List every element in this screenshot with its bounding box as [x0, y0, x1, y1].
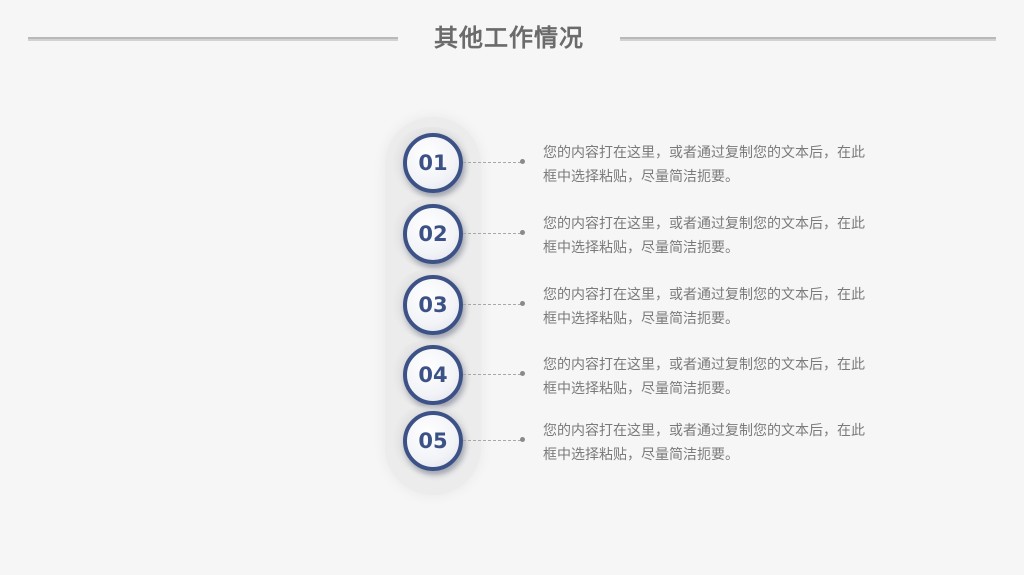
- item-text-1: 您的内容打在这里，或者通过复制您的文本后，在此框中选择粘贴，尽量简洁扼要。: [543, 145, 865, 185]
- page-title: 其他工作情况: [434, 24, 584, 52]
- item-text-2: 您的内容打在这里，或者通过复制您的文本后，在此框中选择粘贴，尽量简洁扼要。: [543, 216, 865, 256]
- item-text-5: 您的内容打在这里，或者通过复制您的文本后，在此框中选择粘贴，尽量简洁扼要。: [543, 423, 865, 463]
- list-item-5: 05 您的内容打在这里，或者通过复制您的文本后，在此框中选择粘贴，尽量简洁扼要。: [0, 405, 1024, 475]
- title-rule-left: [28, 37, 398, 41]
- dashed-connector: [463, 304, 521, 305]
- dashed-connector: [463, 233, 521, 234]
- number-badge-3: 03: [403, 275, 463, 335]
- list-item-4: 04 您的内容打在这里，或者通过复制您的文本后，在此框中选择粘贴，尽量简洁扼要。: [0, 339, 1024, 409]
- dashed-connector: [463, 440, 521, 441]
- connector-dot: [520, 371, 525, 376]
- dashed-connector: [463, 162, 521, 163]
- list-item-2: 02 您的内容打在这里，或者通过复制您的文本后，在此框中选择粘贴，尽量简洁扼要。: [0, 198, 1024, 268]
- list-item-1: 01 您的内容打在这里，或者通过复制您的文本后，在此框中选择粘贴，尽量简洁扼要。: [0, 127, 1024, 197]
- item-text-4: 您的内容打在这里，或者通过复制您的文本后，在此框中选择粘贴，尽量简洁扼要。: [543, 357, 865, 397]
- item-text-3: 您的内容打在这里，或者通过复制您的文本后，在此框中选择粘贴，尽量简洁扼要。: [543, 287, 865, 327]
- dashed-connector: [463, 374, 521, 375]
- connector-dot: [520, 230, 525, 235]
- list-item-3: 03 您的内容打在这里，或者通过复制您的文本后，在此框中选择粘贴，尽量简洁扼要。: [0, 269, 1024, 339]
- connector-dot: [520, 301, 525, 306]
- number-badge-4: 04: [403, 345, 463, 405]
- connector-dot: [520, 437, 525, 442]
- number-badge-1: 01: [403, 133, 463, 193]
- number-badge-2: 02: [403, 204, 463, 264]
- connector-dot: [520, 159, 525, 164]
- number-badge-5: 05: [403, 411, 463, 471]
- title-rule-right: [620, 37, 996, 41]
